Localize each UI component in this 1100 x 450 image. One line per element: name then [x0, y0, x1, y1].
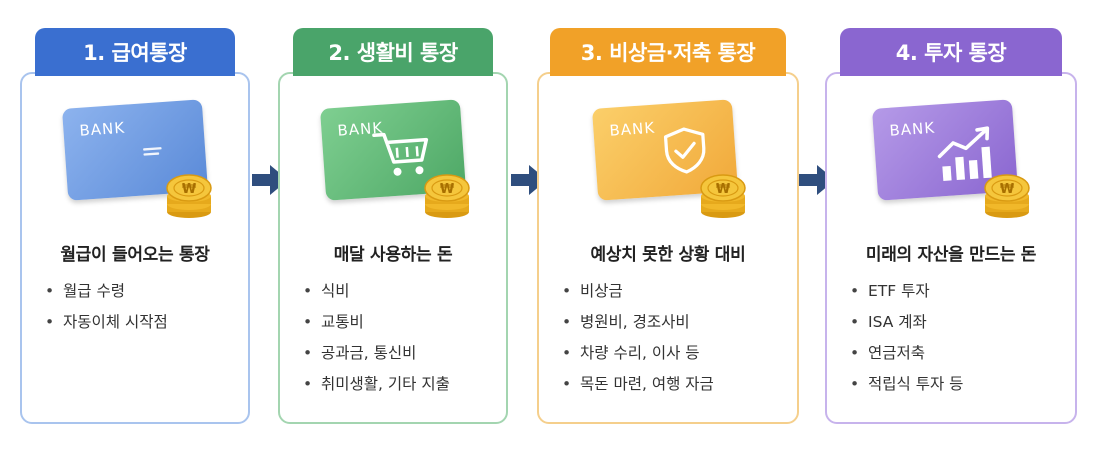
coin-stack-icon: ₩ [166, 174, 212, 218]
step-4-illustration: BANK ₩ [825, 98, 1077, 223]
shield-check-icon [663, 127, 706, 174]
step-3-description: 예상치 못한 상황 대비 [590, 245, 746, 265]
won-symbol: ₩ [716, 182, 731, 197]
coin-stack-icon: ₩ [424, 174, 470, 218]
step-3-header: 3. 비상금·저축 통장 [550, 28, 786, 76]
step-2-card [278, 72, 508, 424]
step-1-items: •월급 수령 •자동이체 시작점 [45, 276, 168, 338]
step-3-illustration: BANK ₩ [537, 98, 799, 223]
bank-card-icon: BANK [871, 99, 1019, 201]
list-item: •월급 수령 [45, 282, 125, 300]
won-symbol: ₩ [182, 182, 197, 197]
growth-chart-icon [937, 126, 992, 181]
won-symbol: ₩ [1000, 182, 1015, 197]
list-item: •ETF 투자 [850, 282, 930, 300]
step-4-header: 4. 투자 통장 [840, 28, 1062, 76]
bank-card-icon: BANK [319, 99, 467, 201]
step-2-items: •식비 •교통비 •공과금, 통신비 •취미생활, 기타 지출 [303, 276, 450, 400]
step-1-column: 1. 급여통장 BANK ₩ 월급이 들어오는 통장 •월급 수령 •자동이체 … [20, 0, 250, 450]
list-item: •식비 [303, 282, 350, 300]
list-item: •병원비, 경조사비 [562, 313, 690, 331]
bank-card-label: BANK [78, 118, 126, 140]
coin-stack-icon: ₩ [984, 174, 1030, 218]
step-3-items: •비상금 •병원비, 경조사비 •차량 수리, 이사 등 •목돈 마련, 여행 … [562, 276, 714, 400]
step-1-description: 월급이 들어오는 통장 [60, 245, 210, 265]
step-4-description: 미래의 자산을 만드는 돈 [865, 245, 1037, 265]
list-item: •차량 수리, 이사 등 [562, 344, 700, 362]
list-item: •적립식 투자 등 [850, 375, 964, 393]
won-symbol: ₩ [440, 182, 455, 197]
list-item: •공과금, 통신비 [303, 344, 417, 362]
bank-card-icon: BANK [61, 99, 209, 201]
step-2-description: 매달 사용하는 돈 [333, 245, 453, 265]
list-item: •교통비 [303, 313, 364, 331]
card-stripe-icon [143, 147, 162, 156]
step-1-illustration: BANK ₩ [20, 98, 250, 223]
list-item: •목돈 마련, 여행 자금 [562, 375, 714, 393]
list-item: •비상금 [562, 282, 623, 300]
step-2-header: 2. 생활비 통장 [293, 28, 493, 76]
list-item: •ISA 계좌 [850, 313, 927, 331]
step-2-column: 2. 생활비 통장 BANK ₩ 매달 사용하는 돈 •식비 [278, 0, 508, 450]
bank-card-label: BANK [608, 118, 656, 140]
bank-card-label: BANK [888, 118, 936, 140]
bank-card-icon: BANK [591, 99, 739, 201]
step-3-column: 3. 비상금·저축 통장 BANK ₩ 예상치 못한 상황 대비 •비상금 •병… [537, 0, 799, 450]
coin-stack-icon: ₩ [700, 174, 746, 218]
shopping-cart-icon [372, 132, 429, 176]
list-item: •취미생활, 기타 지출 [303, 375, 450, 393]
step-4-items: •ETF 투자 •ISA 계좌 •연금저축 •적립식 투자 등 [850, 276, 963, 400]
step-1-header: 1. 급여통장 [35, 28, 235, 76]
list-item: •연금저축 [850, 344, 926, 362]
list-item: •자동이체 시작점 [45, 313, 168, 331]
step-4-column: 4. 투자 통장 BANK ₩ 미래의 자산을 만드는 돈 •ET [825, 0, 1077, 450]
step-2-illustration: BANK ₩ [278, 98, 508, 223]
